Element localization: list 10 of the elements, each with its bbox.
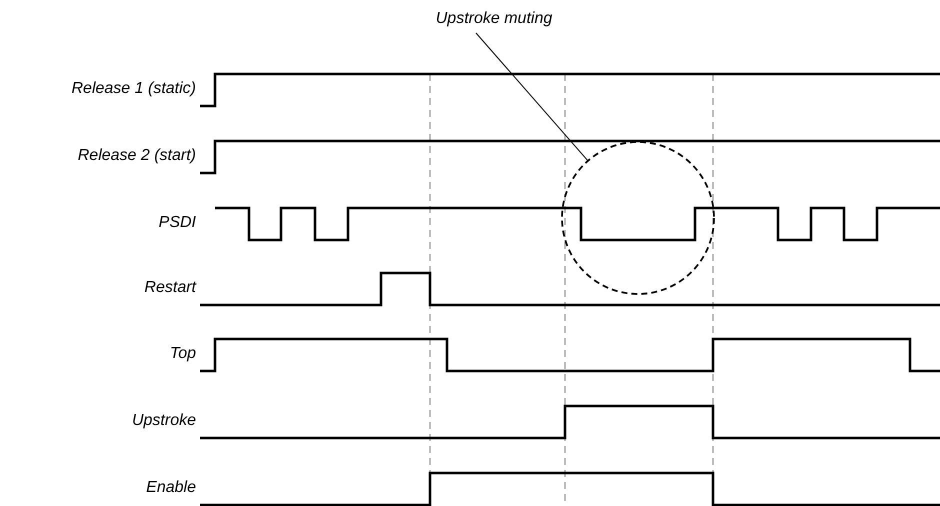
signal-name: Upstroke	[132, 412, 196, 430]
signal-name: Restart	[144, 279, 196, 297]
dashed-circle	[561, 141, 715, 295]
signal-name: Enable	[146, 479, 196, 497]
signal-name: Release 1 (static)	[72, 80, 196, 98]
signal-name: Release 2 (start)	[78, 147, 196, 165]
signal-name: Top	[170, 345, 196, 363]
leader-line	[476, 32, 588, 162]
callout-text: Upstroke muting	[436, 10, 552, 28]
signal-name: PSDI	[158, 214, 196, 232]
